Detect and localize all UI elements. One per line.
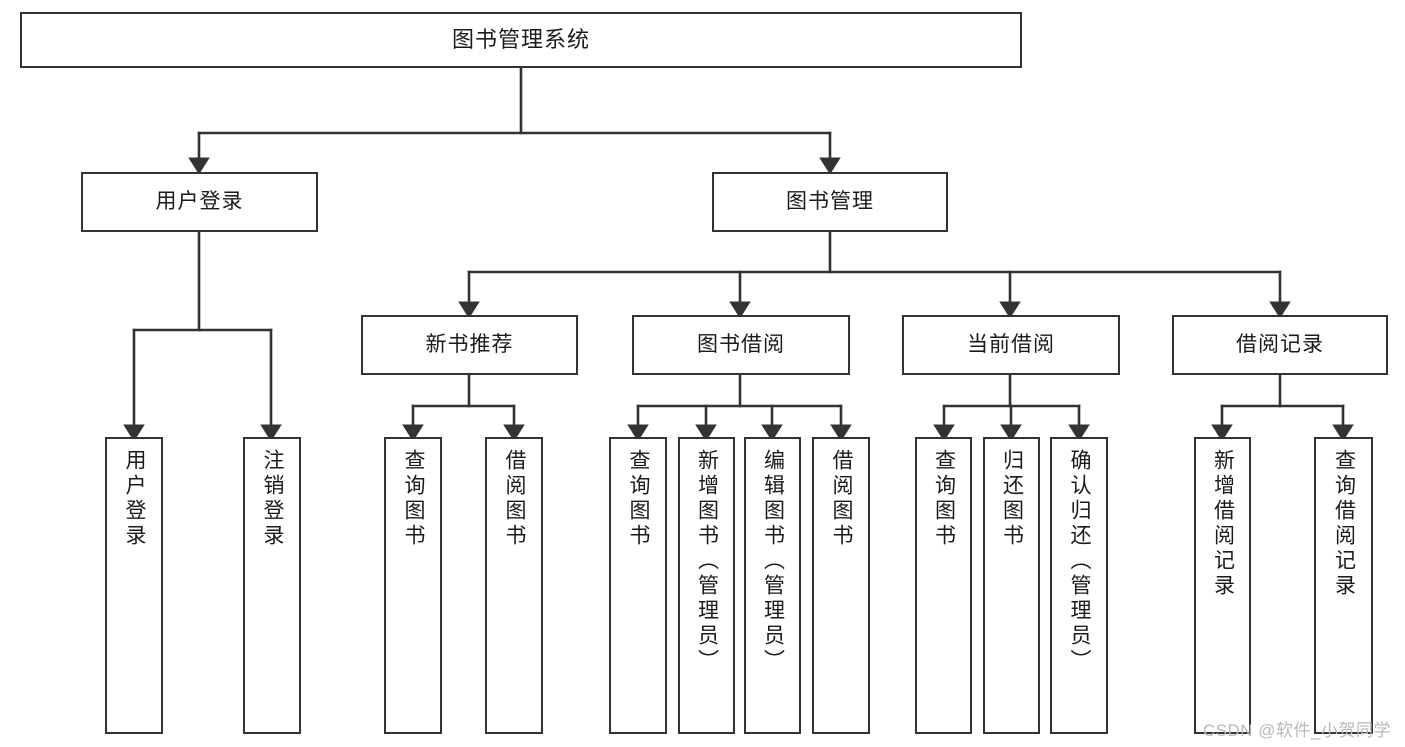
leaf-query-borrow-record[interactable]: 查询借阅记录 — [1314, 437, 1373, 734]
leaf-borrow-book[interactable]: 借阅图书 — [812, 437, 870, 734]
node-current-borrow[interactable]: 当前借阅 — [902, 315, 1120, 375]
node-label: 图书借阅 — [697, 332, 785, 356]
leaf-query-book-current[interactable]: 查询图书 — [915, 437, 972, 734]
node-label: 查询图书 — [932, 449, 956, 549]
node-label: 新增图书（管理员） — [695, 449, 719, 674]
node-root-system[interactable]: 图书管理系统 — [20, 12, 1022, 68]
node-label: 当前借阅 — [967, 332, 1055, 356]
node-label: 新书推荐 — [425, 332, 514, 356]
leaf-edit-book-admin[interactable]: 编辑图书（管理员） — [744, 437, 801, 734]
leaf-add-borrow-record[interactable]: 新增借阅记录 — [1194, 437, 1251, 734]
node-label: 编辑图书（管理员） — [761, 449, 785, 674]
node-label: 查询图书 — [627, 449, 651, 549]
node-label: 查询图书 — [402, 449, 426, 549]
leaf-confirm-return-admin[interactable]: 确认归还（管理员） — [1050, 437, 1108, 734]
node-label: 用户登录 — [123, 449, 147, 549]
node-borrow-record[interactable]: 借阅记录 — [1172, 315, 1388, 375]
node-book-borrow[interactable]: 图书借阅 — [632, 315, 850, 375]
node-label: 借阅记录 — [1236, 332, 1324, 356]
leaf-add-book-admin[interactable]: 新增图书（管理员） — [678, 437, 735, 734]
leaf-user-logout[interactable]: 注销登录 — [243, 437, 301, 734]
node-label: 借阅图书 — [503, 449, 527, 549]
node-label: 图书管理 — [786, 189, 874, 213]
node-new-book-recommend[interactable]: 新书推荐 — [361, 315, 578, 375]
node-label: 借阅图书 — [830, 449, 854, 549]
csdn-watermark: CSDN @软件_小贺同学 — [1202, 721, 1391, 740]
node-label: 归还图书 — [1000, 449, 1024, 549]
node-label: 确认归还（管理员） — [1068, 449, 1092, 674]
node-book-management[interactable]: 图书管理 — [712, 172, 948, 232]
leaf-query-book-new[interactable]: 查询图书 — [384, 437, 442, 734]
node-user-login[interactable]: 用户登录 — [81, 172, 318, 232]
leaf-borrow-book-new[interactable]: 借阅图书 — [485, 437, 543, 734]
leaf-query-book-borrow[interactable]: 查询图书 — [609, 437, 667, 734]
leaf-user-login[interactable]: 用户登录 — [105, 437, 163, 734]
leaf-return-book[interactable]: 归还图书 — [983, 437, 1040, 734]
node-label: 用户登录 — [155, 189, 244, 213]
node-label: 图书管理系统 — [451, 27, 590, 53]
node-label: 查询借阅记录 — [1332, 449, 1356, 599]
node-label: 注销登录 — [261, 449, 285, 549]
node-label: 新增借阅记录 — [1211, 449, 1235, 599]
